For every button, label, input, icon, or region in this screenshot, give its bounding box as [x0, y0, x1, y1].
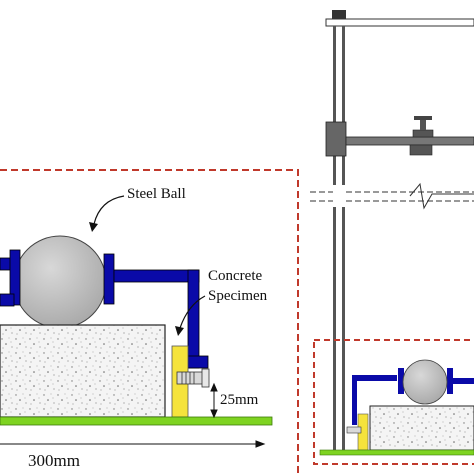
guide-rod-right	[342, 26, 345, 450]
steel-ball	[13, 235, 107, 329]
concrete-specimen	[0, 324, 166, 418]
guide-rod-left	[333, 26, 336, 450]
mini-guide-frame	[352, 368, 474, 425]
height-dimension	[210, 382, 218, 419]
release-crossbar	[325, 116, 474, 157]
steel-ball-label: Steel Ball	[127, 186, 186, 202]
steel-ball-arrow-head	[89, 222, 98, 232]
detail-callout-box	[313, 339, 474, 465]
mini-base-plate	[319, 449, 474, 456]
mini-clamp-bolt	[346, 426, 362, 434]
specimen-arrow	[179, 295, 206, 329]
base-plate	[0, 416, 273, 426]
width-dimension-label: 300mm	[28, 451, 80, 470]
top-plate	[325, 18, 474, 27]
width-dimension	[0, 440, 266, 448]
mini-concrete-specimen	[369, 405, 474, 451]
top-cap	[332, 10, 346, 20]
apparatus-view	[310, 10, 474, 465]
clamp-bolt	[176, 368, 210, 388]
guide-frame	[0, 249, 209, 369]
detail-view: 25mm 300mm Steel Ball Concrete Specimen	[0, 169, 299, 474]
break-zigzag	[409, 182, 474, 210]
specimen-label-line1: Concrete	[208, 268, 262, 284]
mini-steel-ball	[402, 359, 448, 405]
specimen-label-line2: Specimen	[208, 288, 268, 304]
detail-box	[0, 169, 299, 474]
steel-ball-arrow	[93, 195, 125, 225]
height-dimension-label: 25mm	[220, 392, 259, 408]
specimen-arrow-head	[175, 326, 184, 336]
